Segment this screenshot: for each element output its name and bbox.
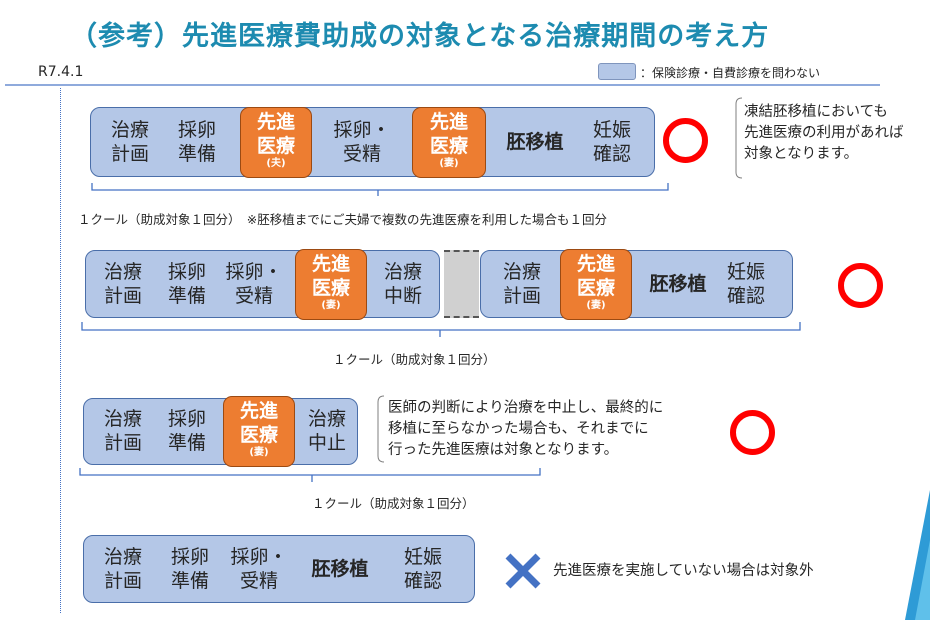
- advanced-wife: 先進医療(妻): [560, 249, 632, 320]
- row1-caption: １クール（助成対象１回分） ※胚移植までにご夫婦で複数の先進医療を利用した場合も…: [78, 212, 607, 227]
- step-transfer: 胚移植: [311, 558, 369, 580]
- advanced-wife: 先進医療(妻): [412, 107, 486, 178]
- pause-gap: [444, 250, 479, 318]
- advanced-wife: 先進医療(妻): [223, 396, 295, 467]
- cross-icon: [505, 553, 541, 589]
- step-stop: 治療中止: [307, 408, 347, 454]
- legend-swatch: [598, 63, 636, 80]
- advanced-wife: 先進医療(妻): [295, 249, 367, 320]
- legend-text: ：保険診療・自費診療を問わない: [640, 66, 821, 80]
- step-prep: 採卵準備: [177, 119, 217, 165]
- row3-box: [83, 398, 358, 465]
- margin-guide: [60, 88, 61, 613]
- row2-box-left: [85, 250, 440, 318]
- row1-box: [90, 107, 655, 177]
- step-fert: 採卵・受精: [230, 546, 288, 592]
- page-title: （参考）先進医療費助成の対象となる治療期間の考え方: [70, 21, 770, 52]
- row1-note: 凍結胚移植においても先進医療の利用があれば対象となります。: [744, 104, 904, 162]
- row3-note: 医師の判断により治療を中止し、最終的に移植に至らなかった場合も、それまでに行った…: [388, 400, 664, 458]
- step-preg: 妊娠確認: [403, 546, 443, 592]
- step-plan: 治療計画: [103, 408, 143, 454]
- step-plan: 治療計画: [103, 261, 143, 307]
- step-prep: 採卵準備: [170, 546, 210, 592]
- advanced-husband: 先進医療(夫): [240, 107, 312, 178]
- header-divider: [5, 84, 880, 86]
- step-plan: 治療計画: [103, 546, 143, 592]
- row4-box: [83, 535, 475, 603]
- step-fert: 採卵・受精: [225, 261, 283, 307]
- step-prep: 採卵準備: [167, 261, 207, 307]
- step-prep: 採卵準備: [167, 408, 207, 454]
- row4-note: 先進医療を実施していない場合は対象外: [553, 563, 814, 579]
- step-plan: 治療計画: [502, 261, 542, 307]
- step-preg: 妊娠確認: [726, 261, 766, 307]
- step-pause: 治療中断: [383, 261, 423, 307]
- step-transfer: 胚移植: [649, 273, 707, 295]
- row2-box-right: [480, 250, 793, 318]
- step-preg: 妊娠確認: [592, 119, 632, 165]
- date-label: R7.4.1: [38, 64, 84, 80]
- step-fert: 採卵・受精: [333, 119, 391, 165]
- step-transfer: 胚移植: [506, 131, 564, 153]
- row3-caption: １クール（助成対象１回分）: [312, 496, 475, 511]
- row2-caption: １クール（助成対象１回分）: [333, 352, 496, 367]
- ok-circle-icon: [838, 263, 883, 308]
- ok-circle-icon: [730, 410, 775, 455]
- ok-circle-icon: [663, 118, 708, 163]
- step-plan: 治療計画: [110, 119, 150, 165]
